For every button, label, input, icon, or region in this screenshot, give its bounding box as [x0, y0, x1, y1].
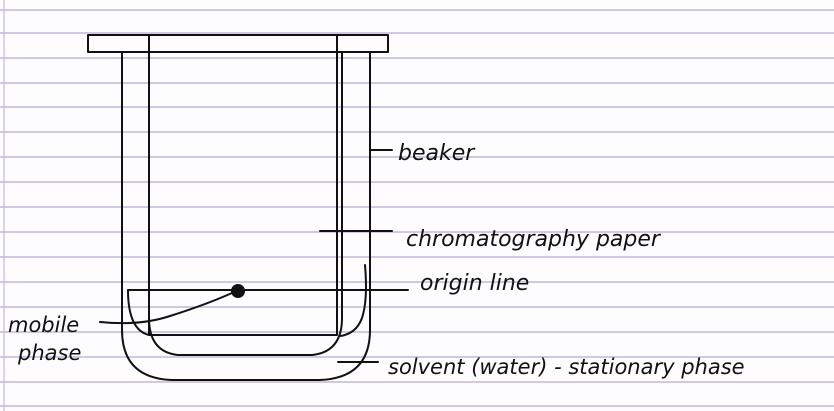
beaker-rim [87, 34, 389, 53]
beaker-inner-wall [148, 51, 343, 356]
label-mobile-phase-line2: phase [17, 341, 81, 365]
mobile-phase-leader [99, 292, 233, 325]
label-chromatography-paper: chromatography paper [406, 227, 662, 252]
label-origin-line: origin line [420, 271, 529, 296]
solvent-meniscus [339, 264, 367, 337]
chromatography-paper [148, 35, 338, 336]
ruled-lines [0, 9, 834, 407]
beaker-outer-wall [121, 51, 371, 381]
label-solvent-stationary-phase: solvent (water) - stationary phase [388, 355, 745, 379]
beaker [87, 34, 389, 381]
label-beaker: beaker [398, 141, 476, 166]
solvent-left-edge [127, 289, 150, 336]
label-mobile-phase-line1: mobile [8, 313, 79, 337]
sample-spot [231, 284, 245, 298]
